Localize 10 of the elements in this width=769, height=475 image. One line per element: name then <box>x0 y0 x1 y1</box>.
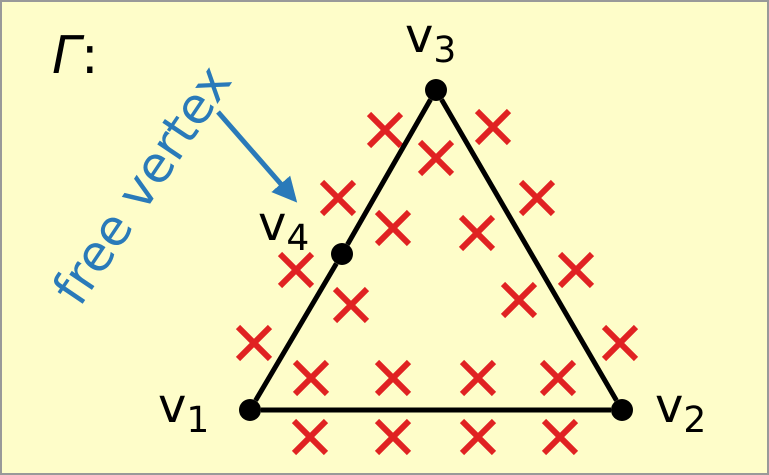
graph-edge <box>345 98 433 246</box>
arrow <box>216 110 298 203</box>
graph-edge <box>253 262 339 402</box>
vertex-label: v$_{4}$ <box>258 200 310 257</box>
vertex-label: v$_{2}$ <box>655 382 706 439</box>
graph-edge <box>439 98 619 402</box>
vertex-label: v$_{3}$ <box>405 12 456 69</box>
graph-name-label: Γ: <box>52 30 99 82</box>
graph-edge <box>261 408 611 412</box>
vertex-label: v$_{1}$ <box>158 382 210 439</box>
